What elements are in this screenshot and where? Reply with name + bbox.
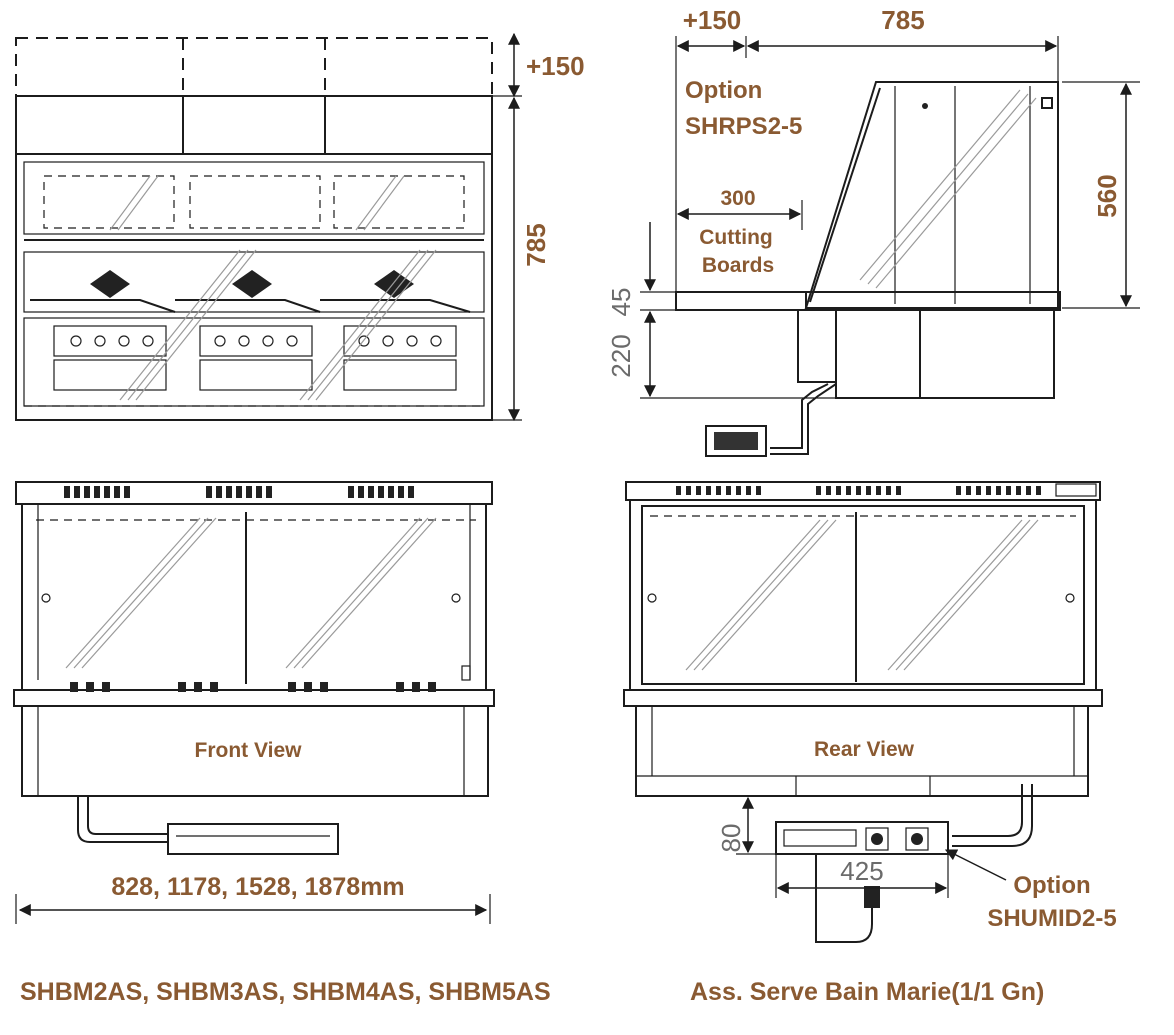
cutting-label-line1: Cutting <box>699 226 772 249</box>
side-elevation <box>640 36 1140 457</box>
board-height-dimension: 45 <box>606 288 636 317</box>
shrps-option-label: Option <box>685 77 762 104</box>
control-box-height-dimension: 80 <box>716 824 746 853</box>
shumid-option-code: SHUMID2-5 <box>987 905 1116 932</box>
plan-extension-dimension: +150 <box>526 51 585 81</box>
plan-depth-dimension: 785 <box>521 223 551 266</box>
front-view <box>13 481 495 924</box>
front-view-label: Front View <box>195 739 303 762</box>
plan-view <box>15 32 522 422</box>
base-height-dimension: 220 <box>606 334 636 377</box>
product-description: Ass. Serve Bain Marie(1/1 Gn) <box>690 978 1044 1006</box>
rear-view-label: Rear View <box>814 738 915 761</box>
rear-view <box>623 481 1103 943</box>
shumid-option-label: Option <box>1013 872 1090 899</box>
control-box-width-dimension: 425 <box>840 856 883 886</box>
model-numbers: SHBM2AS, SHBM3AS, SHBM4AS, SHBM5AS <box>20 978 551 1006</box>
side-extension-dimension: +150 <box>683 5 742 35</box>
side-width-dimension: 785 <box>881 5 924 35</box>
side-height-dimension: 560 <box>1092 174 1122 217</box>
cutting-label-line2: Boards <box>702 254 774 277</box>
front-width-dimensions: 828, 1178, 1528, 1878mm <box>111 873 404 901</box>
cutting-board-dimension: 300 <box>720 187 755 210</box>
shrps-option-code: SHRPS2-5 <box>685 113 802 140</box>
